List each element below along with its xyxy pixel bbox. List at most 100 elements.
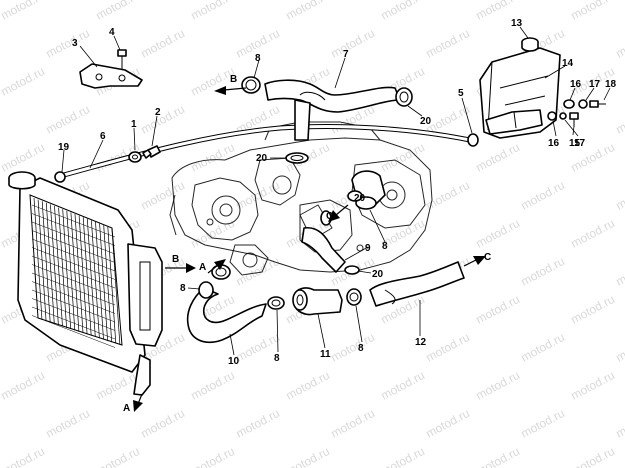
short-hose-9	[301, 226, 346, 273]
callout-14: 14	[562, 58, 574, 69]
watermark-text: motod.ru	[569, 0, 617, 23]
radiator-tube	[31, 298, 116, 331]
watermark-text: motod.ru	[614, 330, 625, 365]
radiator-fin	[86, 218, 96, 337]
radiator-fin	[41, 201, 51, 323]
watermark-text: motod.ru	[474, 292, 522, 327]
watermark-text: motod.ru	[614, 178, 625, 213]
flow-label-a-bottom: A	[123, 403, 130, 414]
watermark-text: motod.ru	[284, 0, 332, 23]
watermark-text: motod.ru	[189, 0, 237, 23]
callout-20-top: 20	[420, 116, 432, 127]
callout-7: 7	[343, 49, 349, 60]
callout-20-lower: 20	[372, 269, 384, 280]
radiator-fin	[70, 212, 80, 332]
washer-17-lower	[559, 112, 567, 120]
watermark-text: motod.ru	[569, 368, 617, 403]
return-hose-12	[369, 261, 465, 307]
washer-1	[128, 151, 142, 163]
watermark-text: motod.ru	[569, 444, 617, 468]
washer-16-upper	[563, 99, 575, 109]
hose-clip-20-right	[347, 190, 363, 202]
hose-clip-20-top	[395, 87, 413, 107]
callout-5: 5	[458, 88, 464, 99]
watermark-text: motod.ru	[284, 444, 332, 468]
washer-16-lower	[547, 111, 557, 121]
watermark-text: motod.ru	[329, 26, 377, 61]
callout-2: 2	[155, 107, 161, 118]
arrow-a-bottom-head	[133, 400, 143, 412]
watermark-text: motod.ru	[379, 444, 427, 468]
radiator-fin	[37, 199, 47, 322]
callout-18: 18	[605, 79, 617, 90]
hose-clip-8-mid	[267, 296, 285, 310]
arrow-a-mid-head	[214, 259, 226, 270]
watermark-text: motod.ru	[519, 330, 567, 365]
radiator-fin	[99, 223, 108, 341]
watermark-text: motod.ru	[474, 368, 522, 403]
callout-8-top: 8	[255, 53, 261, 64]
callout-17-lower: 17	[574, 138, 586, 149]
watermark-text: motod.ru	[94, 0, 142, 23]
callout-20-right: 20	[354, 193, 366, 204]
callout-3: 3	[72, 38, 78, 49]
callout-12: 12	[415, 337, 427, 348]
watermark-text: motod.ru	[329, 406, 377, 441]
watermark-text: motod.ru	[44, 406, 92, 441]
watermark-text: motod.ru	[234, 406, 282, 441]
watermark-text: motod.ru	[234, 254, 282, 289]
watermark-text: motod.ru	[189, 368, 237, 403]
radiator-core-fins	[31, 197, 121, 348]
callout-20-engine: 20	[256, 153, 268, 164]
flow-letter-labels: B B A A C C	[123, 74, 491, 414]
bracket-3	[79, 63, 143, 89]
watermark-text: motod.ru	[139, 178, 187, 213]
radiator-tube	[31, 230, 116, 263]
watermark-text: motod.ru	[614, 26, 625, 61]
flow-label-b-mid: B	[172, 254, 179, 265]
tank-cap-13	[521, 37, 539, 52]
radiator-tube	[31, 247, 116, 280]
watermark-text: motod.ru	[284, 368, 332, 403]
radiator-fin	[78, 215, 88, 335]
watermark-text: motod.ru	[519, 178, 567, 213]
watermark-text: motod.ru	[94, 444, 142, 468]
connector-pipe-11	[292, 287, 343, 316]
watermark-text: motod.ru	[424, 330, 472, 365]
watermark-text: motod.ru	[569, 292, 617, 327]
radiator-tube	[31, 238, 116, 272]
watermark-text: motod.ru	[44, 26, 92, 61]
arrow-c-mid-head	[328, 210, 340, 222]
radiator-fin	[95, 221, 104, 340]
watermark-text: motod.ru	[519, 254, 567, 289]
callout-8-left: 8	[180, 283, 186, 294]
callout-10: 10	[228, 356, 240, 367]
hose-clip-20-engine	[285, 152, 309, 164]
callout-19: 19	[58, 142, 70, 153]
callout-4: 4	[109, 27, 115, 38]
hose-clip-19	[54, 171, 66, 183]
watermark-text: motod.ru	[329, 330, 377, 365]
radiator-tube	[31, 213, 116, 246]
radiator-fin	[103, 225, 113, 343]
callout-16-lower: 16	[548, 138, 560, 149]
flow-label-a-mid: A	[199, 262, 206, 273]
watermark-text: motod.ru	[189, 444, 237, 468]
arrow-b-mid-head	[186, 263, 196, 273]
radiator-tube	[31, 281, 116, 314]
watermark-text: motod.ru	[569, 216, 617, 251]
callout-16-upper: 16	[570, 79, 582, 90]
upper-hose-7	[264, 79, 401, 141]
arrow-b-top-head	[214, 86, 226, 95]
bolt-18	[589, 100, 606, 108]
hose-clip-8-right	[346, 288, 362, 306]
engine-block	[169, 121, 433, 276]
watermark-text: motod.ru	[614, 406, 625, 441]
overflow-hose-6	[59, 124, 471, 179]
callout-17-upper: 17	[589, 79, 601, 90]
watermark-text: motod.ru	[0, 368, 47, 403]
flow-label-c-mid: C	[326, 211, 333, 222]
callout-11: 11	[320, 349, 331, 360]
watermark-text: motod.ru	[474, 444, 522, 468]
